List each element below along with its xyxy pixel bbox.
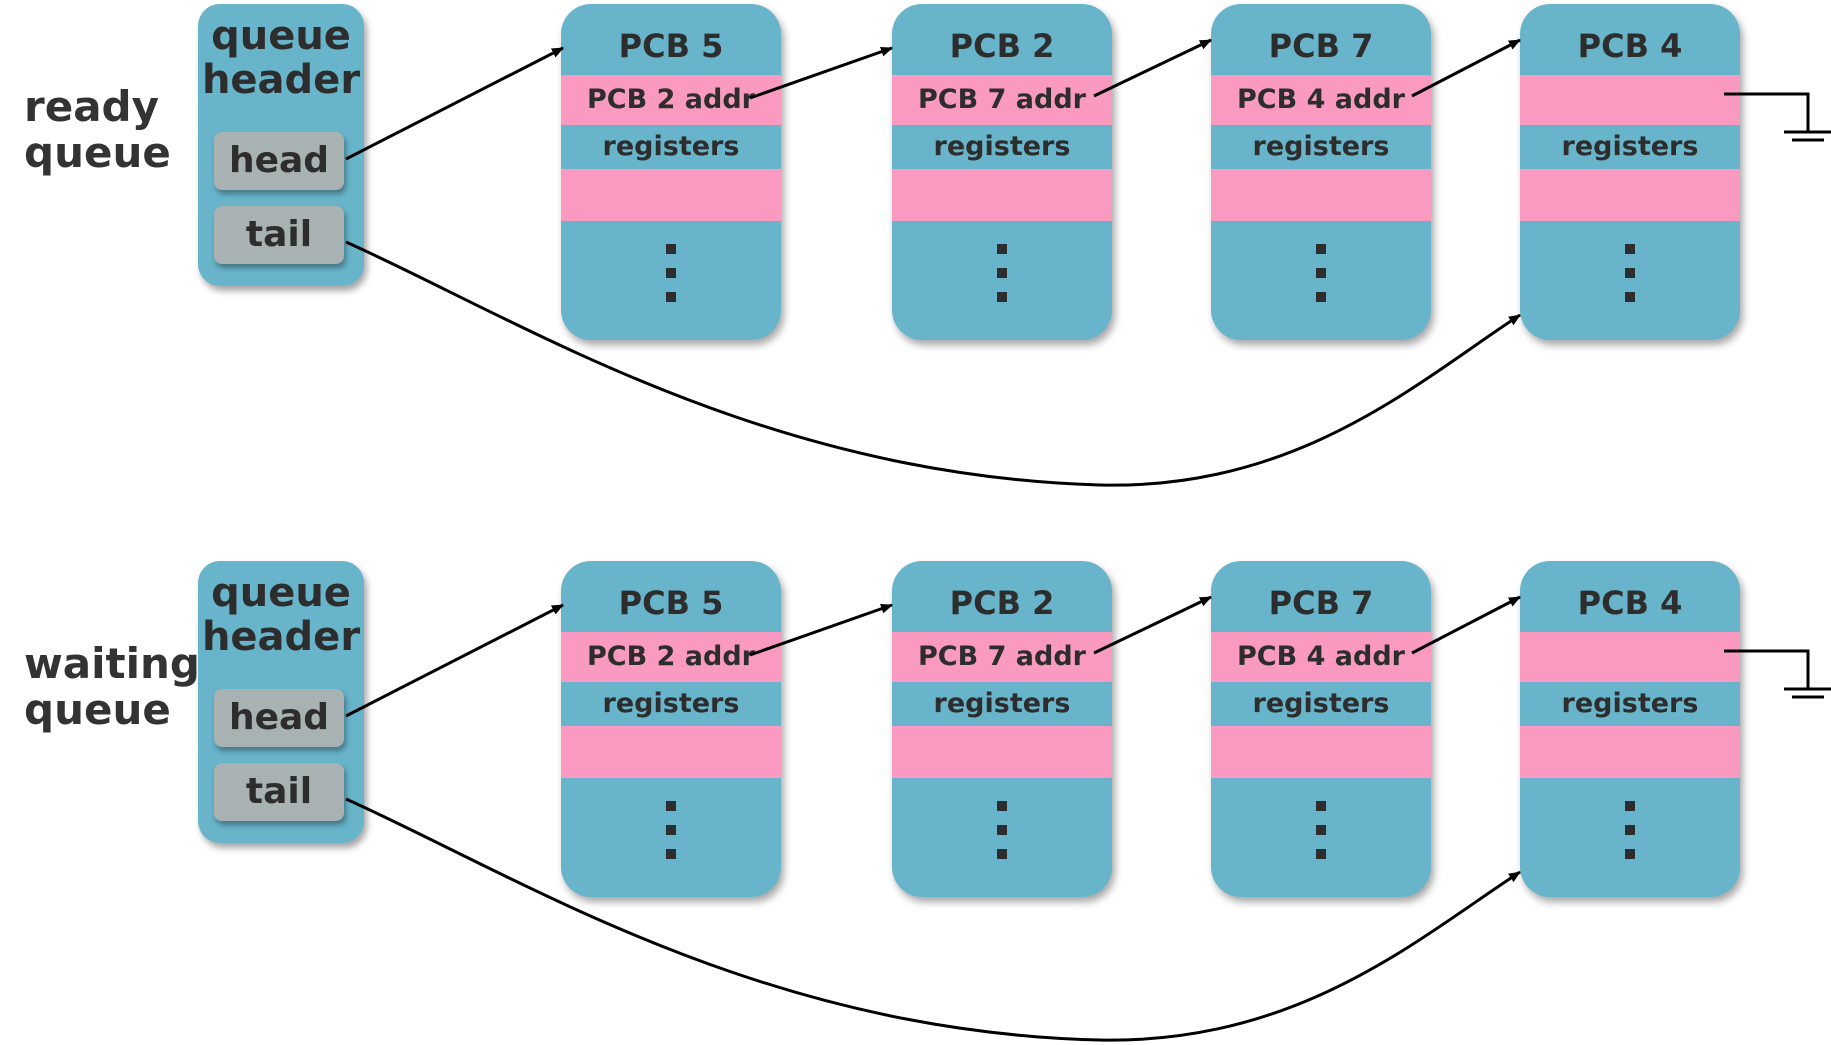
head-pointer: head xyxy=(214,132,344,190)
pcb-field xyxy=(1520,726,1740,778)
pcb-more-fields xyxy=(1520,244,1740,314)
pcb-block: PCB 2 PCB 7 addr registers xyxy=(892,561,1112,897)
queue-header: queue header head tail xyxy=(198,561,364,843)
vertical-ellipsis-icon xyxy=(997,801,1007,873)
pcb-next-pointer-field: PCB 7 addr xyxy=(892,632,1112,682)
pcb-next-pointer-field xyxy=(1520,75,1740,125)
pcb-field xyxy=(1211,726,1431,778)
pcb-next-pointer-field: PCB 2 addr xyxy=(561,632,781,682)
pcb-title: PCB 4 xyxy=(1577,584,1683,622)
tail-pointer: tail xyxy=(214,763,344,821)
queue-label-line-1: waiting xyxy=(24,639,200,688)
pcb-block: PCB 4 registers xyxy=(1520,4,1740,340)
pcb-block: PCB 4 registers xyxy=(1520,561,1740,897)
queue-header: queue header head tail xyxy=(198,4,364,286)
pcb-field xyxy=(892,726,1112,778)
pcb-title: PCB 7 xyxy=(1268,584,1374,622)
pcb-next-pointer-field: PCB 4 addr xyxy=(1211,632,1431,682)
head-pointer: head xyxy=(214,689,344,747)
pcb-registers-field: registers xyxy=(1561,131,1699,162)
pcb-block: PCB 5 PCB 2 addr registers xyxy=(561,561,781,897)
queue-label-line-1: ready xyxy=(24,82,159,131)
pcb-more-fields xyxy=(1211,801,1431,871)
pcb-title: PCB 2 xyxy=(949,584,1055,622)
pcb-field xyxy=(561,726,781,778)
pcb-title: PCB 5 xyxy=(618,27,724,65)
pcb-registers-field: registers xyxy=(602,131,740,162)
pcb-registers-field: registers xyxy=(933,131,1071,162)
queue-label: waiting queue xyxy=(24,641,200,733)
pcb-field xyxy=(1211,169,1431,221)
queue-header-title: queue header xyxy=(198,571,364,659)
pcb-next-pointer-field: PCB 7 addr xyxy=(892,75,1112,125)
queue-header-title-line-1: queue xyxy=(211,13,351,59)
waiting-queue-section: waiting queue queue header head tail PCB… xyxy=(0,0,1831,897)
vertical-ellipsis-icon xyxy=(1625,244,1635,316)
vertical-ellipsis-icon xyxy=(1316,801,1326,873)
queue-header-title-line-2: header xyxy=(201,57,361,103)
pcb-field xyxy=(561,169,781,221)
tail-pointer: tail xyxy=(214,206,344,264)
pcb-registers-field: registers xyxy=(1252,131,1390,162)
queue-label-line-2: queue xyxy=(24,128,171,177)
pcb-more-fields xyxy=(1520,801,1740,871)
pcb-title: PCB 2 xyxy=(949,27,1055,65)
pcb-block: PCB 7 PCB 4 addr registers xyxy=(1211,561,1431,897)
pcb-field xyxy=(1520,169,1740,221)
pcb-next-pointer-field: PCB 4 addr xyxy=(1211,75,1431,125)
head-arrow xyxy=(345,603,564,718)
pcb-more-fields xyxy=(561,801,781,871)
pcb-title: PCB 7 xyxy=(1268,27,1374,65)
pcb-title: PCB 5 xyxy=(618,584,724,622)
pcb-registers-field: registers xyxy=(933,688,1071,719)
vertical-ellipsis-icon xyxy=(666,801,676,873)
queue-header-title-line-1: queue xyxy=(211,570,351,616)
vertical-ellipsis-icon xyxy=(1625,801,1635,873)
pcb-registers-field: registers xyxy=(602,688,740,719)
queue-label: ready queue xyxy=(24,84,171,176)
pcb-next-pointer-field xyxy=(1520,632,1740,682)
queue-header-title: queue header xyxy=(198,14,364,102)
pcb-more-fields xyxy=(892,801,1112,871)
pcb-registers-field: registers xyxy=(1252,688,1390,719)
queue-header-title-line-2: header xyxy=(201,614,361,660)
pcb-registers-field: registers xyxy=(1561,688,1699,719)
pcb-next-pointer-field: PCB 2 addr xyxy=(561,75,781,125)
queue-label-line-2: queue xyxy=(24,685,171,734)
pcb-title: PCB 4 xyxy=(1577,27,1683,65)
null-ground-icon xyxy=(1784,687,1831,699)
pcb-field xyxy=(892,169,1112,221)
